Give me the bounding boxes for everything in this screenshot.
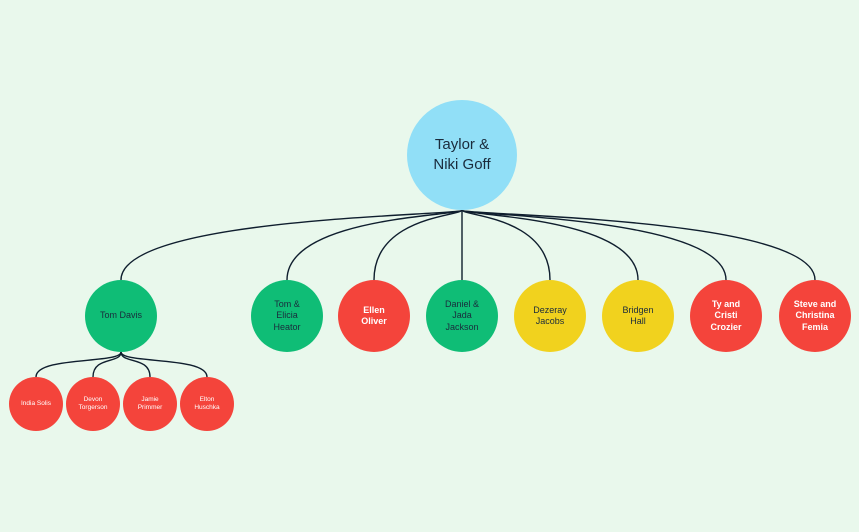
person-node-india-solis[interactable]: India Solis — [9, 377, 63, 431]
person-node-daniel-jada-jackson[interactable]: Daniel & Jada Jackson — [426, 280, 498, 352]
connector-root-to-tom-elicia-heator — [286, 209, 463, 281]
node-label: Ty and Cristi Crozier — [710, 299, 742, 332]
person-node-dezeray-jacobs[interactable]: Dezeray Jacobs — [514, 280, 586, 352]
person-node-jamie-primmer[interactable]: Jamie Primmer — [123, 377, 177, 431]
node-label: Ellen Oliver — [361, 304, 387, 326]
node-label: Elton Huschka — [194, 395, 220, 411]
connector-root-to-steve-and-christina-femia — [461, 209, 816, 281]
connector-tom-davis-to-devon-torgerson — [92, 351, 122, 378]
connector-root-to-ty-and-cristi-crozier — [461, 209, 727, 281]
node-label: India Solis — [21, 399, 51, 407]
person-node-bridgen-hall[interactable]: Bridgen Hall — [602, 280, 674, 352]
node-label: Jamie Primmer — [137, 395, 163, 411]
node-label: Dezeray Jacobs — [533, 304, 567, 326]
person-node-tom-davis[interactable]: Tom Davis — [85, 280, 157, 352]
person-node-elton-huschka[interactable]: Elton Huschka — [180, 377, 234, 431]
person-node-steve-and-christina-femia[interactable]: Steve and Christina Femia — [779, 280, 851, 352]
node-label: Taylor & Niki Goff — [433, 135, 491, 173]
person-node-ellen-oliver[interactable]: Ellen Oliver — [338, 280, 410, 352]
person-node-tom-elicia-heator[interactable]: Tom & Elicia Heator — [251, 280, 323, 352]
connector-tom-davis-to-india-solis — [35, 351, 122, 378]
node-label: Tom Davis — [99, 310, 142, 321]
person-node-ty-and-cristi-crozier[interactable]: Ty and Cristi Crozier — [690, 280, 762, 352]
connector-tom-davis-to-elton-huschka — [120, 351, 208, 378]
node-label: Daniel & Jada Jackson — [444, 299, 480, 332]
connector-root-to-tom-davis — [120, 209, 463, 281]
connector-root-to-ellen-oliver — [373, 209, 463, 281]
node-label: Steve and Christina Femia — [793, 299, 837, 332]
node-label: Devon Torgerson — [78, 395, 108, 411]
root-node[interactable]: Taylor & Niki Goff — [407, 100, 517, 210]
node-label: Bridgen Hall — [622, 304, 654, 326]
node-label: Tom & Elicia Heator — [273, 299, 301, 332]
person-node-devon-torgerson[interactable]: Devon Torgerson — [66, 377, 120, 431]
